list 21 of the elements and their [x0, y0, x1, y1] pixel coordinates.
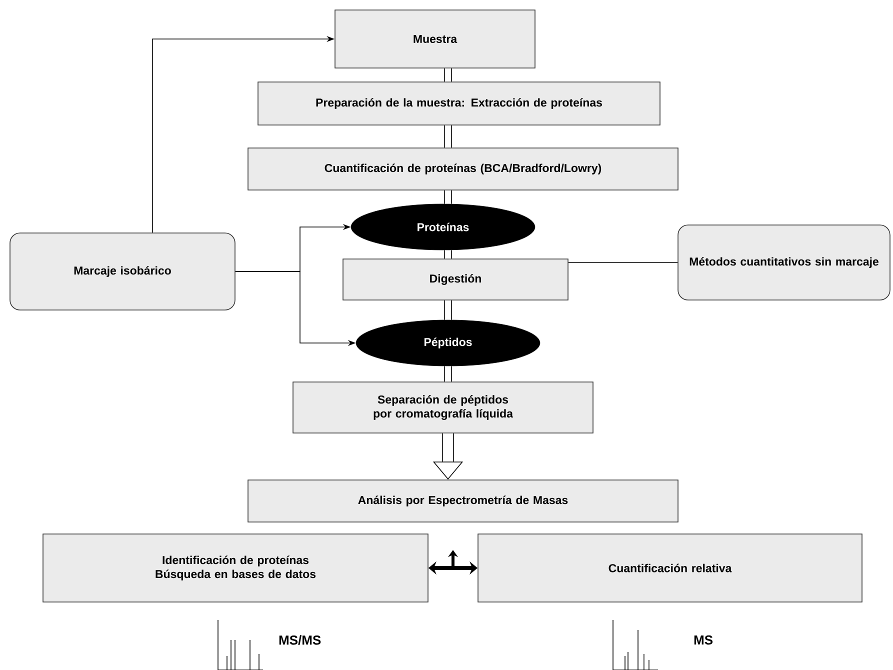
rounded-box: Marcaje isobárico: [10, 232, 236, 310]
double-line-connector: [444, 68, 452, 82]
double-line-connector: [444, 250, 452, 259]
process-box: Cuantificación relativa: [478, 534, 862, 602]
ellipse-node: Proteínas: [350, 204, 536, 250]
process-box: Cuantificación de proteínas (BCA/Bradford/Lowry): [248, 148, 678, 190]
spectrum-label: MS: [694, 635, 713, 645]
rounded-box: Métodos cuantitativos sin marcaje: [678, 224, 890, 300]
double-line-connector: [444, 366, 452, 382]
process-box: Preparación de la muestra: Extracción de proteínas: [258, 82, 660, 126]
connector-line: [568, 262, 678, 263]
process-box: Muestra: [334, 10, 536, 68]
process-box: Digestión: [342, 258, 568, 300]
double-line-connector: [444, 190, 452, 204]
process-box: Análisis por Espectrometría de Masas: [248, 480, 678, 522]
ellipse-node: Péptidos: [356, 320, 540, 366]
process-box: Separación de péptidos por cromatografía líquida: [292, 382, 594, 434]
process-box: Identificación de proteínas Búsqueda en bases de datos: [42, 534, 428, 602]
double-line-connector: [444, 300, 452, 320]
double-line-connector: [444, 125, 452, 148]
spectrum-label: MS/MS: [279, 635, 321, 645]
